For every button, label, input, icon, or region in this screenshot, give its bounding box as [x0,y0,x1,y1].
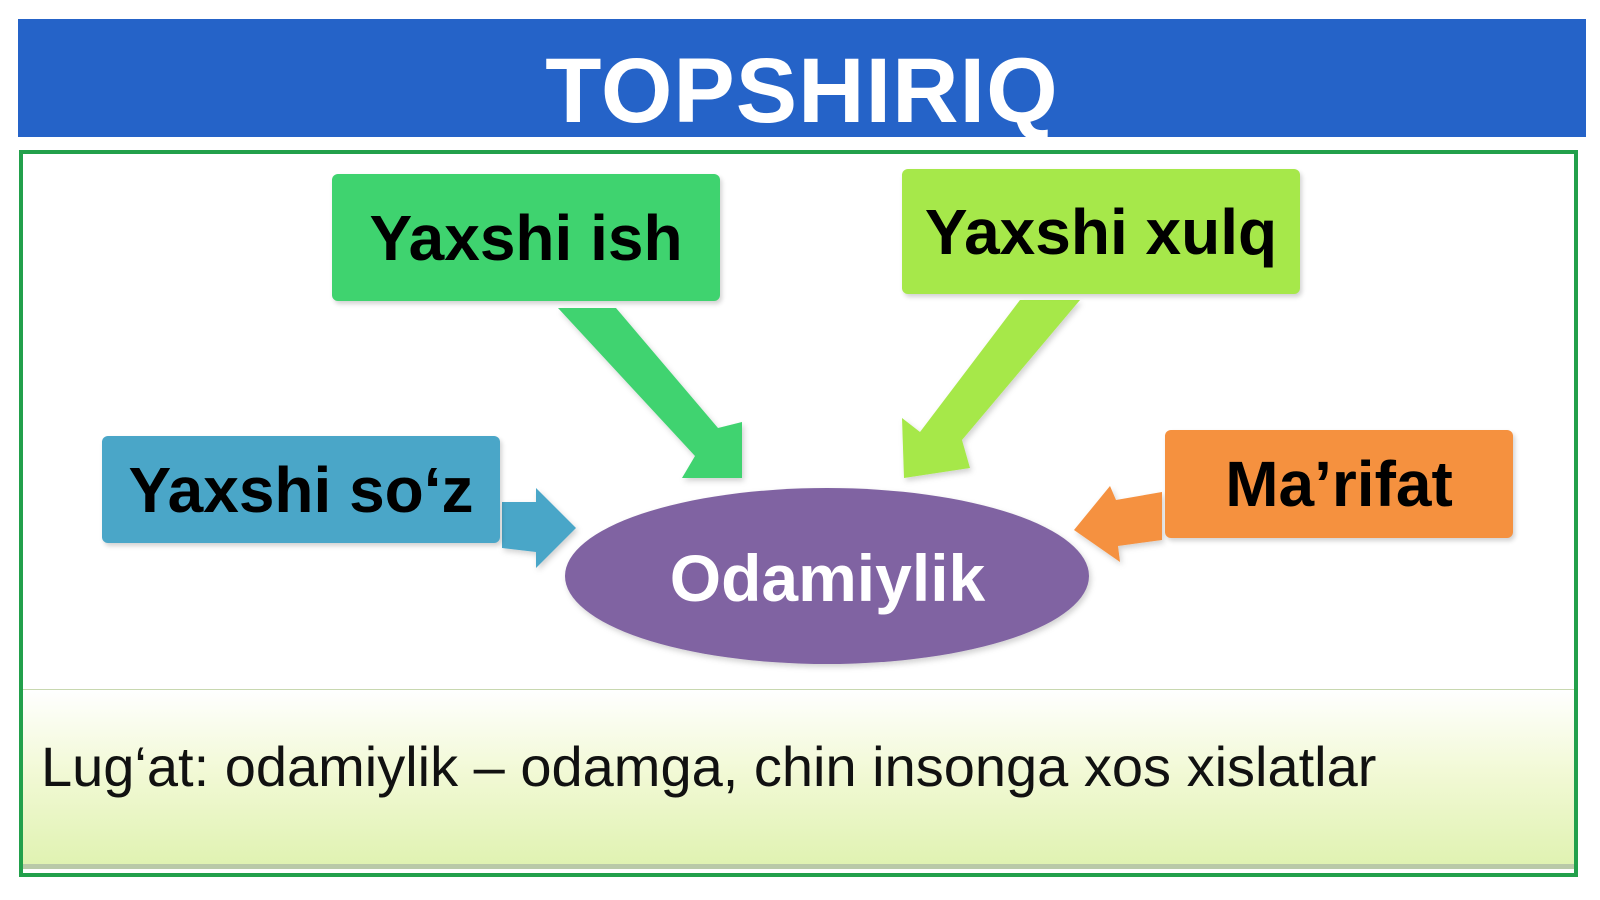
arrow-from-marifat [1074,486,1162,562]
slide-title: TOPSHIRIQ [545,40,1059,137]
center-ellipse [565,488,1089,664]
node-marifat: Ma’rifat [1165,430,1513,538]
center-node-label: Odamiylik [669,540,986,615]
vocabulary-panel: Lug‘at: odamiylik – odamga, chin insonga… [23,689,1574,869]
arrow-from-ish [558,308,742,478]
node-yaxshi-xulq-label: Yaxshi xulq [924,195,1278,268]
vocabulary-text: Lug‘at: odamiylik – odamga, chin insonga… [41,735,1377,798]
node-yaxshi-ish: Yaxshi ish [332,174,720,301]
arrow-from-xulq [902,300,1080,478]
node-yaxshi-xulq: Yaxshi xulq [902,169,1300,294]
node-yaxshi-soz-label: Yaxshi so‘z [128,453,474,526]
node-marifat-label: Ma’rifat [1225,448,1453,520]
title-bar: TOPSHIRIQ [18,19,1586,137]
node-yaxshi-ish-label: Yaxshi ish [369,201,683,274]
node-yaxshi-soz: Yaxshi so‘z [102,436,500,543]
arrow-from-soz [502,488,576,568]
vocabulary-divider [23,864,1574,869]
